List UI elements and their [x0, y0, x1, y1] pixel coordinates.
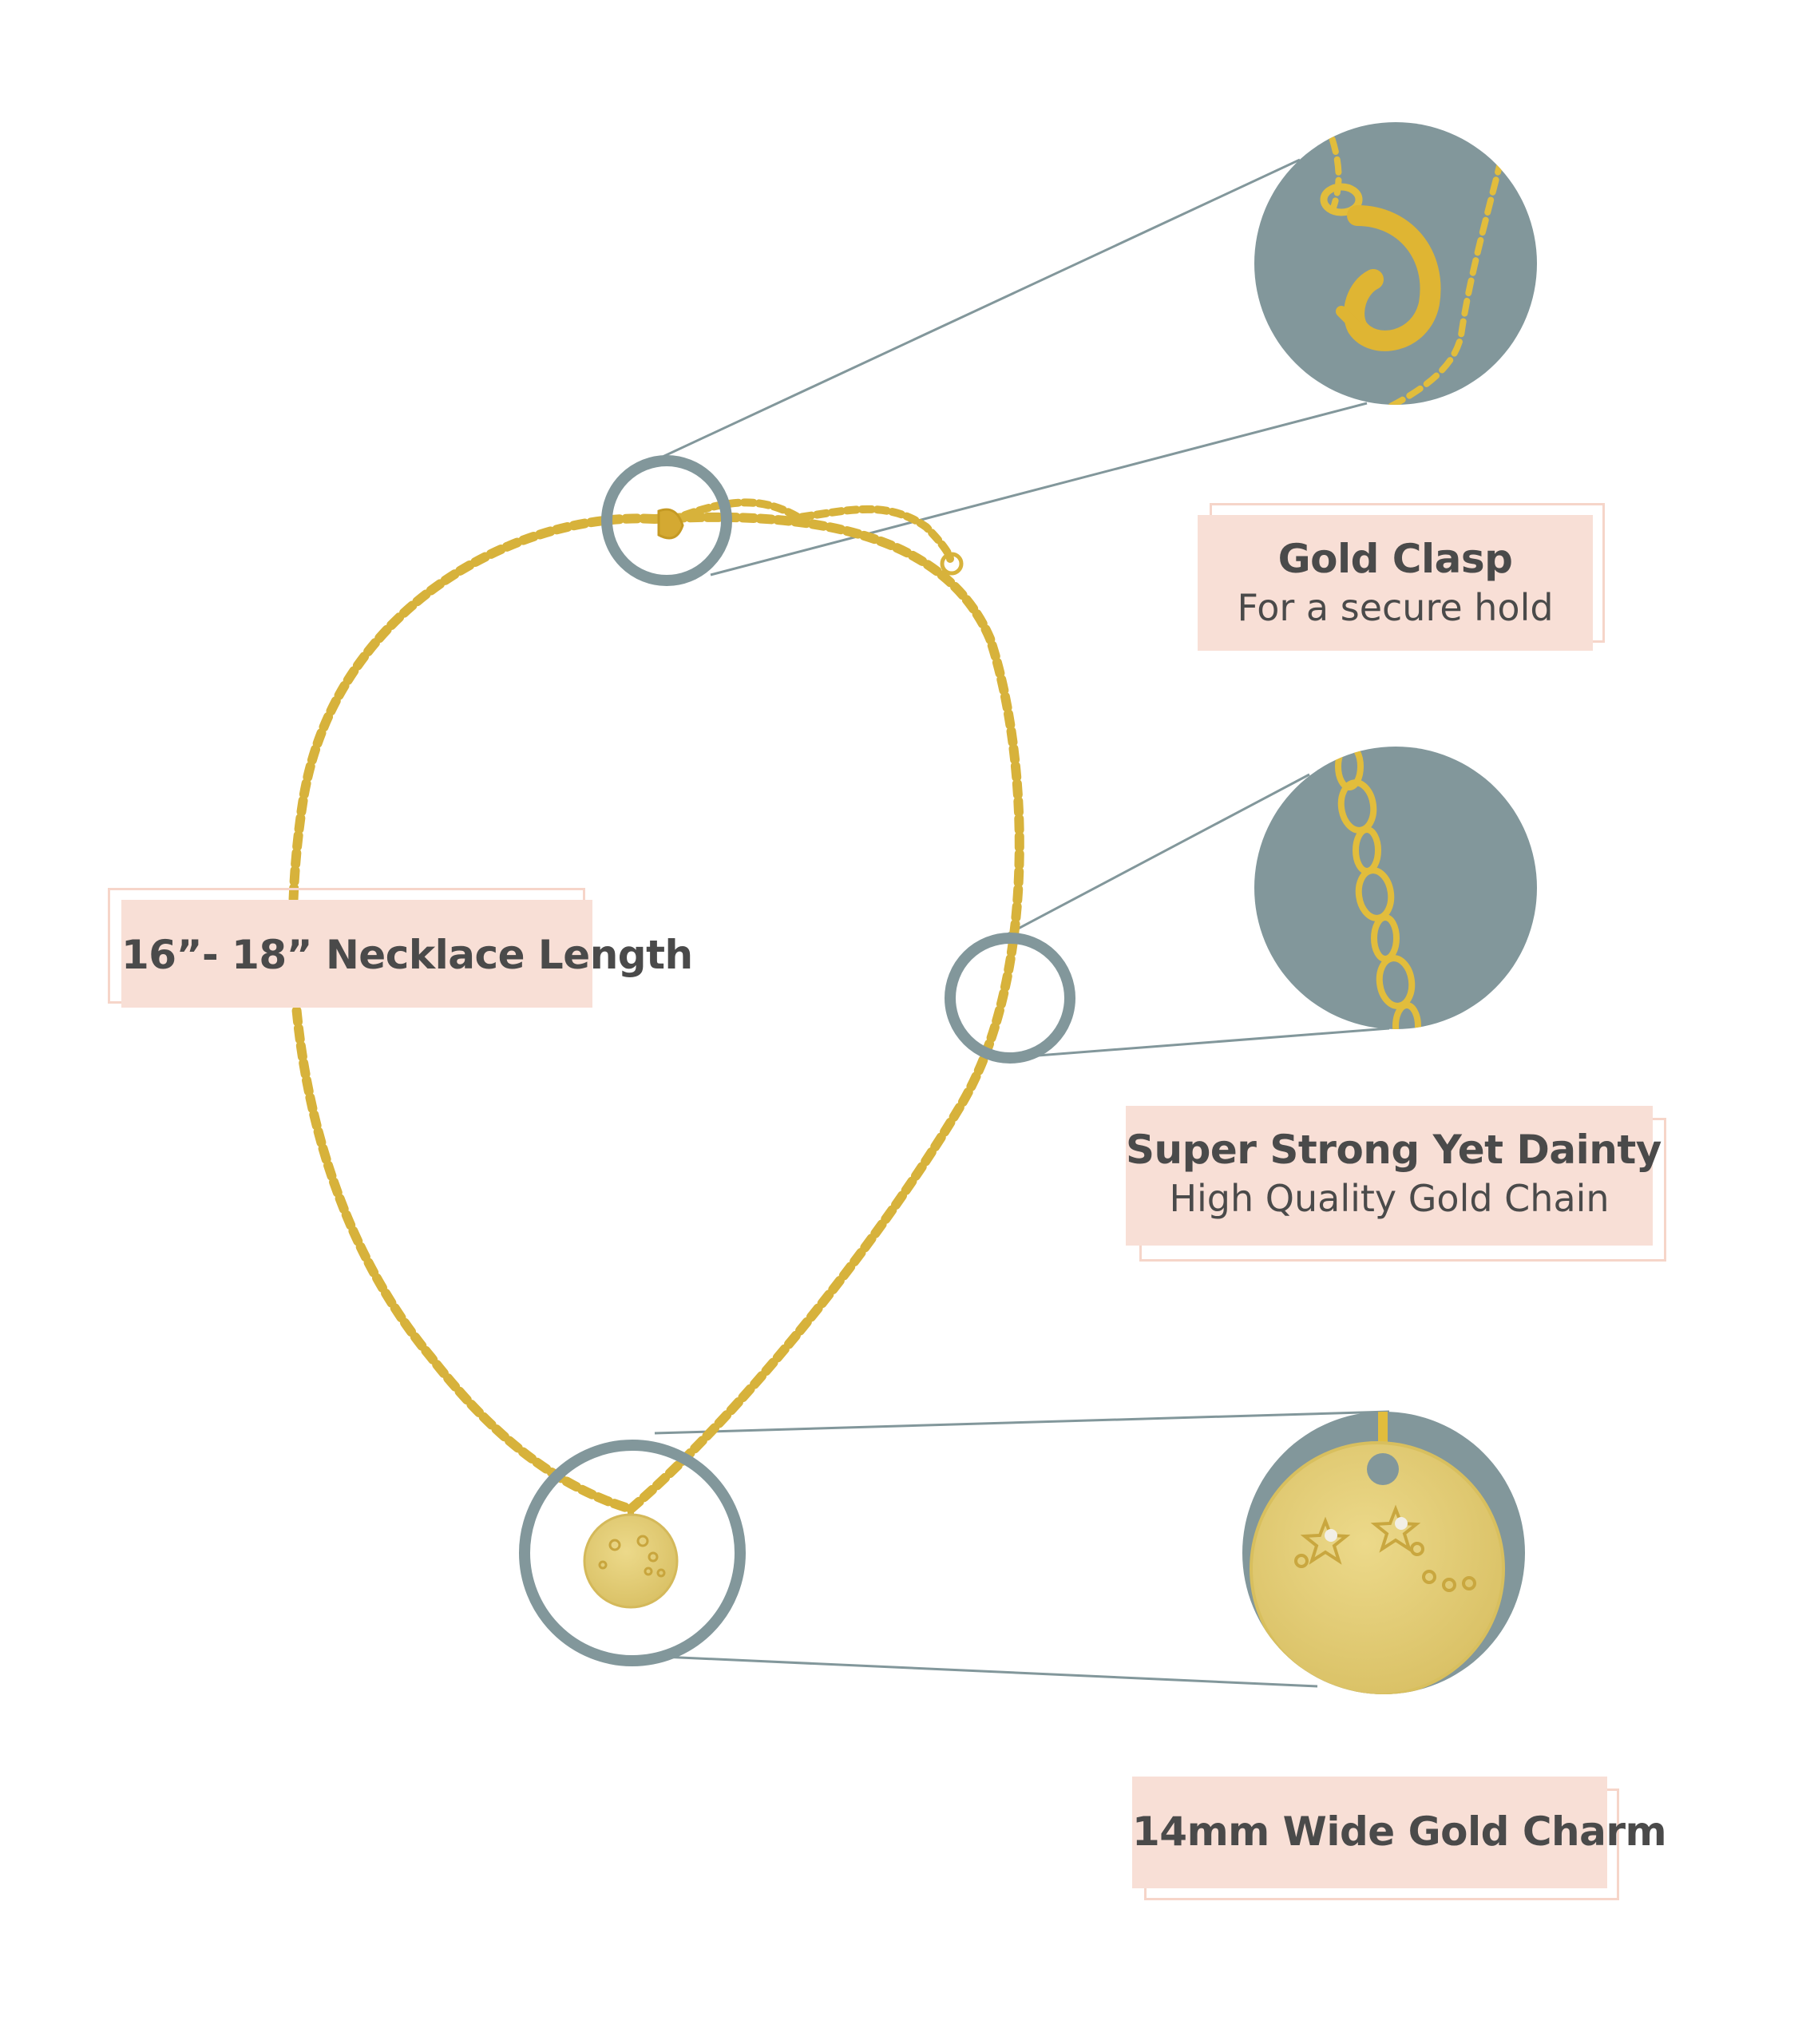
- charm-detail-circle: [1242, 1412, 1525, 1694]
- necklace-charm: [583, 1513, 679, 1609]
- connector-lines: [654, 158, 1390, 1688]
- chain-loop: [287, 512, 1024, 1515]
- charm-highlight-ring: [519, 1440, 746, 1666]
- clasp-label: Gold Clasp For a secure hold: [1198, 515, 1593, 651]
- chain-label-title: Super Strong Yet Dainty: [1126, 1127, 1662, 1173]
- chain-extender: [667, 498, 954, 563]
- chain-connector-bottom: [1037, 1027, 1390, 1057]
- extender-ring: [940, 552, 964, 576]
- small-clasp: [657, 508, 684, 540]
- charm-connector-top: [654, 1410, 1390, 1435]
- clasp-label-title: Gold Clasp: [1277, 536, 1513, 582]
- chain-highlight-ring: [945, 933, 1075, 1064]
- clasp-label-subtitle: For a secure hold: [1237, 585, 1554, 629]
- clasp-connector-top: [662, 158, 1301, 458]
- highlight-rings: [519, 455, 1075, 1666]
- chain-connector-top: [1007, 773, 1310, 936]
- chain-label: Super Strong Yet Dainty High Quality Gol…: [1126, 1106, 1662, 1246]
- clasp-highlight-ring: [601, 455, 732, 586]
- chain-detail-circle: [1254, 747, 1537, 1029]
- clasp-connector-bottom: [710, 402, 1368, 576]
- charm-label: 14mm Wide Gold Charm: [1132, 1777, 1667, 1888]
- chain-label-subtitle: High Quality Gold Chain: [1169, 1176, 1610, 1220]
- length-label-title: 16”- 18” Necklace Length: [121, 932, 693, 978]
- clasp-detail-circle: [1254, 122, 1537, 405]
- necklace-chain: [287, 498, 1024, 1528]
- length-label: 16”- 18” Necklace Length: [121, 900, 693, 1008]
- charm-label-title: 14mm Wide Gold Charm: [1132, 1808, 1667, 1855]
- charm-connector-bottom: [662, 1655, 1318, 1688]
